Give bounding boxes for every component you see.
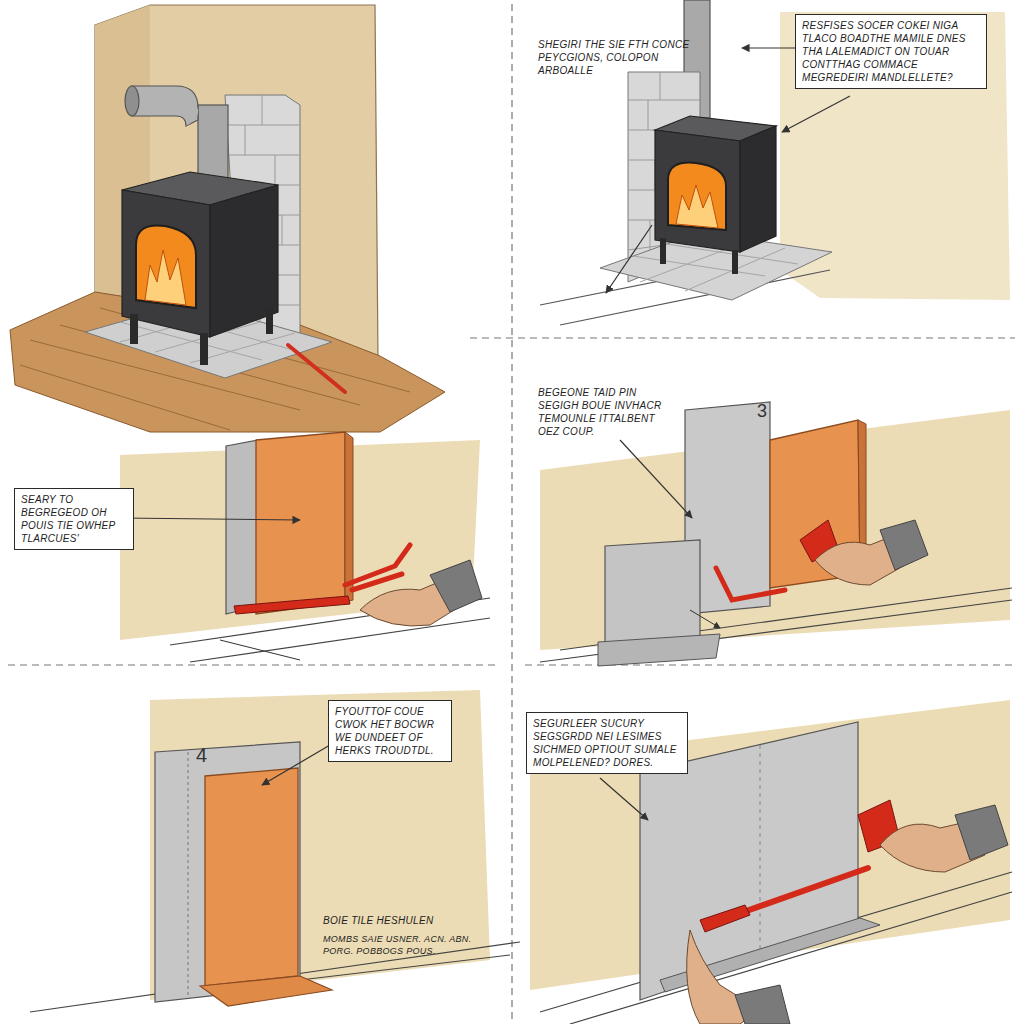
tile-joint — [633, 244, 798, 291]
panel-divider — [8, 664, 500, 665]
baseboard-line — [190, 618, 490, 662]
panel-divider — [470, 337, 1015, 338]
red-level — [735, 868, 868, 915]
callout-box: SEARY TO BEGREGEOD OH POUIS TIE OWHEP TL… — [14, 488, 134, 550]
leader-line — [122, 518, 300, 520]
stove-leg — [732, 250, 738, 274]
cement-board — [226, 440, 258, 614]
angle-flange — [598, 634, 720, 666]
wall — [95, 5, 378, 360]
seam-line — [760, 745, 761, 962]
step-number: 3 — [757, 400, 787, 423]
glove — [735, 985, 790, 1024]
note-text: MOMBS SAIE USNER. ACN. ABN. PORG. POBBOG… — [323, 934, 501, 957]
glove — [430, 560, 482, 612]
callout-box: SEGURLEER SUCURY SEGSGRDD NEI LESIMES SI… — [526, 712, 688, 774]
pipe-end — [125, 86, 139, 116]
board-foot — [200, 976, 332, 1006]
leader-line — [742, 47, 797, 48]
stove-front — [655, 130, 740, 252]
insulation-board — [256, 432, 345, 614]
note-text: BOIE TILE HESHULEN — [323, 914, 493, 927]
leader-line — [600, 778, 648, 820]
stove-window — [668, 163, 726, 230]
floor-line — [300, 955, 510, 980]
leader-line — [262, 745, 330, 785]
leader-line — [620, 440, 692, 518]
leader-line — [782, 96, 850, 132]
fire-flame — [145, 250, 186, 305]
seam-line — [188, 752, 189, 998]
fire-flame — [676, 185, 718, 228]
stove-leg — [200, 333, 208, 365]
note-text: BEGEONE TAID PIN SEGIGH BOUE INVHACR TEM… — [538, 386, 678, 438]
callout-text: FYOUTTOF COUE CWOK HET BOCWR WE DUNDEET … — [335, 705, 445, 757]
leader-line — [606, 225, 652, 293]
panel-divider — [511, 4, 512, 1020]
cement-board — [155, 742, 300, 1002]
callout-box: FYOUTTOF COUE CWOK HET BOCWR WE DUNDEET … — [328, 700, 452, 762]
callout-text: RESFISES SOCER COKEI NIGA TLACO BOADTHE … — [802, 19, 980, 84]
insulation-board — [205, 768, 298, 986]
stove-leg — [660, 238, 666, 264]
pipe-elbow — [132, 86, 198, 126]
red-clamp — [234, 596, 350, 614]
pipe-elbow — [186, 108, 198, 126]
insulation-board-edge — [345, 432, 353, 602]
cutter — [700, 905, 750, 932]
leader-line — [220, 640, 300, 660]
red-clamp — [345, 545, 410, 590]
wall — [540, 410, 1010, 650]
stove-leg — [266, 308, 273, 334]
glove — [955, 805, 1008, 860]
leader-line — [690, 610, 720, 628]
stove-pipe — [198, 105, 228, 180]
glove — [880, 520, 928, 570]
note-text: SHEGIRI THE SIE FTH CONCE PEYCGIONS, COL… — [538, 38, 698, 77]
cement-board — [605, 540, 700, 646]
step-number: 4 — [196, 742, 226, 768]
callout-text: SEARY TO BEGREGEOD OH POUIS TIE OWHEP TL… — [21, 493, 127, 545]
stove-side — [740, 126, 776, 252]
red-tool — [716, 568, 785, 600]
stove-side — [210, 185, 278, 337]
red-tool — [288, 345, 345, 392]
callout-box: RESFISES SOCER COKEI NIGA TLACO BOADTHE … — [795, 14, 987, 89]
callout-text: SEGURLEER SUCURY SEGSGRDD NEI LESIMES SI… — [533, 717, 681, 769]
stove-leg — [130, 314, 138, 344]
stove-window — [136, 225, 196, 308]
